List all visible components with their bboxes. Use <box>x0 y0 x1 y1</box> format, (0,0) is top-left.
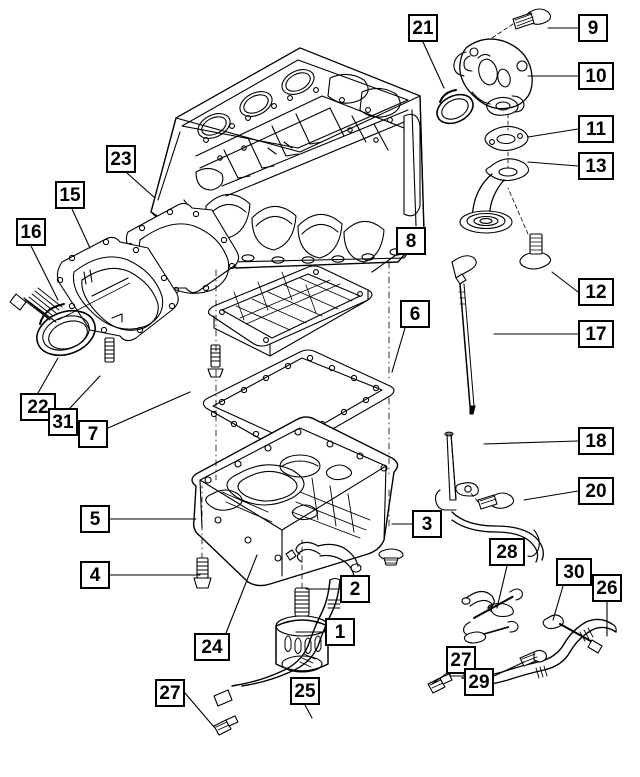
oil-cooler-line-25 <box>213 577 341 707</box>
callout-leader-18 <box>483 440 579 445</box>
pickup-tube-bolt-12 <box>507 187 552 270</box>
callout-27-alt[interactable]: 27 <box>446 646 476 674</box>
indicator-tube-bolt-20 <box>469 491 515 510</box>
callout-1[interactable]: 1 <box>325 618 355 646</box>
callout-leader-29 <box>493 661 525 677</box>
callout-30[interactable]: 30 <box>556 558 592 586</box>
callout-10[interactable]: 10 <box>578 62 614 90</box>
fastener-29 <box>519 649 547 667</box>
callout-leader-24 <box>225 554 258 634</box>
oil-indicator-tube <box>434 431 544 563</box>
callout-2[interactable]: 2 <box>340 575 370 603</box>
dowel-7 <box>207 344 224 378</box>
callout-8[interactable]: 8 <box>396 227 426 255</box>
callout-leader-21 <box>422 41 445 89</box>
callout-24[interactable]: 24 <box>194 633 230 661</box>
callout-20[interactable]: 20 <box>578 477 614 505</box>
retainer-bolt-16 <box>9 282 131 323</box>
oil-pan-bolt-4 <box>193 485 212 589</box>
oil-filter <box>275 615 329 673</box>
callout-leader-28 <box>496 565 508 609</box>
callout-17[interactable]: 17 <box>578 320 614 348</box>
callout-26[interactable]: 26 <box>592 574 622 602</box>
oil-pump-pickup-tube-13 <box>459 113 530 234</box>
engine-block-illustration <box>150 47 425 269</box>
callout-leader-30 <box>552 585 564 621</box>
oil-pump-body <box>453 38 533 116</box>
callout-leader-12 <box>551 271 579 293</box>
oil-cooler-line-upper <box>285 541 362 577</box>
callout-21[interactable]: 21 <box>408 14 438 42</box>
fastener-27-left <box>213 715 239 736</box>
dowel-31 <box>104 337 115 363</box>
oil-level-indicator <box>451 255 477 415</box>
windage-tray <box>207 265 373 357</box>
callout-leader-27 <box>431 673 447 685</box>
callout-5[interactable]: 5 <box>80 505 110 533</box>
callout-25[interactable]: 25 <box>290 677 320 705</box>
callout-23[interactable]: 23 <box>106 145 136 173</box>
callout-9[interactable]: 9 <box>578 14 608 42</box>
callout-12[interactable]: 12 <box>578 278 614 306</box>
callout-leader-22 <box>37 357 59 394</box>
oil-pump-bolt-9 <box>491 8 552 39</box>
callout-leader-31 <box>69 375 101 409</box>
front-crankshaft-seal <box>436 89 474 125</box>
callout-leader-6 <box>391 327 406 373</box>
callout-leader-13 <box>527 161 579 167</box>
callout-29[interactable]: 29 <box>464 668 494 696</box>
callout-16[interactable]: 16 <box>16 218 46 246</box>
oil-pump-gasket-11 <box>484 125 529 152</box>
callout-4[interactable]: 4 <box>80 561 110 589</box>
rear-crankshaft-seal <box>36 303 96 357</box>
callout-27[interactable]: 27 <box>155 679 185 707</box>
oil-cooler-tube-bracket-28 <box>461 590 514 618</box>
callout-15[interactable]: 15 <box>55 181 85 209</box>
oil-pan-drain-plug <box>378 548 404 566</box>
callout-18[interactable]: 18 <box>578 427 614 455</box>
callout-leader-7 <box>107 391 191 429</box>
callout-7[interactable]: 7 <box>78 420 108 448</box>
callout-3[interactable]: 3 <box>412 510 442 538</box>
callout-leader-20 <box>523 490 579 501</box>
callout-6[interactable]: 6 <box>400 300 430 328</box>
oil-pan <box>191 416 399 587</box>
callout-leader-23 <box>126 172 156 199</box>
callout-13[interactable]: 13 <box>578 152 614 180</box>
callout-leader-15 <box>71 208 91 249</box>
bolt-28-long <box>463 588 523 644</box>
callout-leader-25 <box>304 704 313 719</box>
callout-31[interactable]: 31 <box>48 408 78 436</box>
fastener-27-right <box>427 673 453 694</box>
callout-leader-27 <box>184 692 215 728</box>
bolt-30 <box>542 614 603 654</box>
callout-leader-11 <box>527 128 579 138</box>
callout-11[interactable]: 11 <box>578 115 614 143</box>
callout-leader-16 <box>30 245 59 301</box>
callout-28[interactable]: 28 <box>489 538 525 566</box>
callout-leader-8 <box>371 254 397 273</box>
